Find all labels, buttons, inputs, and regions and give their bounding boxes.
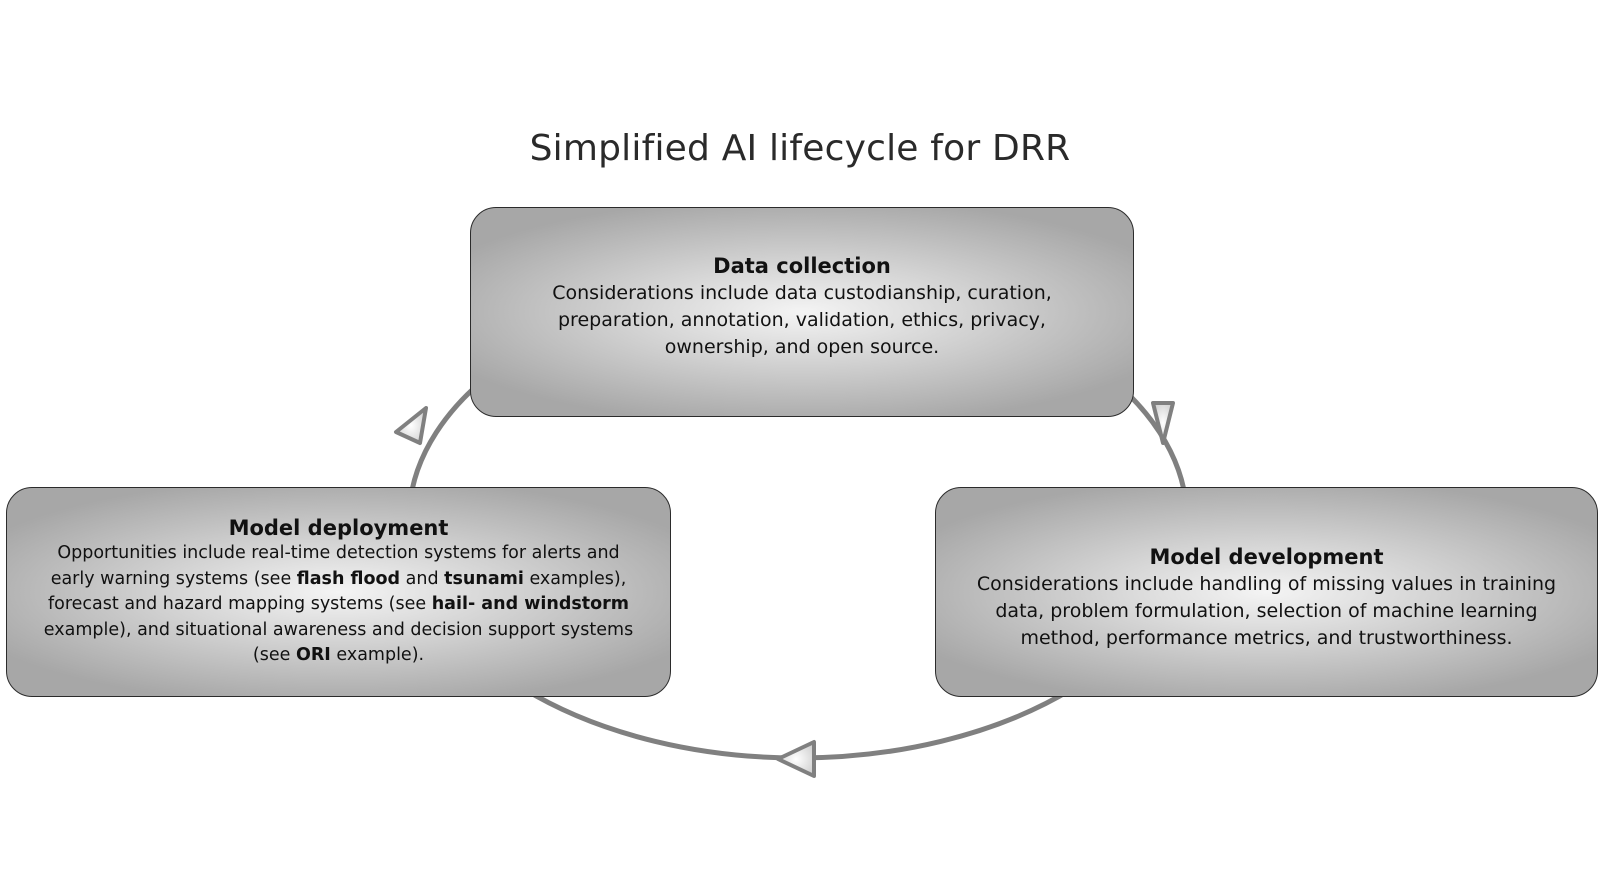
desc-text: example). — [330, 645, 425, 666]
arrow-icon-to-model-development — [1151, 401, 1175, 445]
arrow-icon-to-data-collection — [394, 406, 428, 445]
example-hail-windstorm: hail- and windstorm — [431, 594, 630, 615]
desc-text: Opportunities include real-time detectio… — [50, 543, 620, 589]
diagram-title: Simplified AI lifecycle for DRR — [529, 128, 1071, 169]
stage-data-collection: Data collection Considerations include d… — [470, 207, 1134, 417]
desc-text: and — [400, 568, 445, 589]
stage-model-development: Model development Considerations include… — [935, 487, 1598, 697]
arrow-icon-to-model-deployment — [776, 740, 816, 778]
example-flash-flood: flash flood — [296, 568, 401, 589]
stage-heading: Data collection — [713, 254, 891, 278]
example-ori: ORI — [295, 645, 331, 666]
stage-description: Opportunities include real-time detectio… — [34, 541, 644, 669]
desc-text: examples), forecast and hazard mapping s… — [47, 568, 627, 615]
stage-heading: Model deployment — [228, 516, 449, 541]
desc-text: example), and situational awareness and … — [43, 619, 634, 666]
example-tsunami: tsunami — [444, 568, 524, 589]
stage-model-deployment: Model deployment Opportunities include r… — [6, 487, 671, 697]
stage-heading: Model development — [1149, 545, 1384, 569]
stage-description: Considerations include data custodianshi… — [552, 282, 1052, 358]
stage-description: Considerations include handling of missi… — [976, 573, 1557, 649]
